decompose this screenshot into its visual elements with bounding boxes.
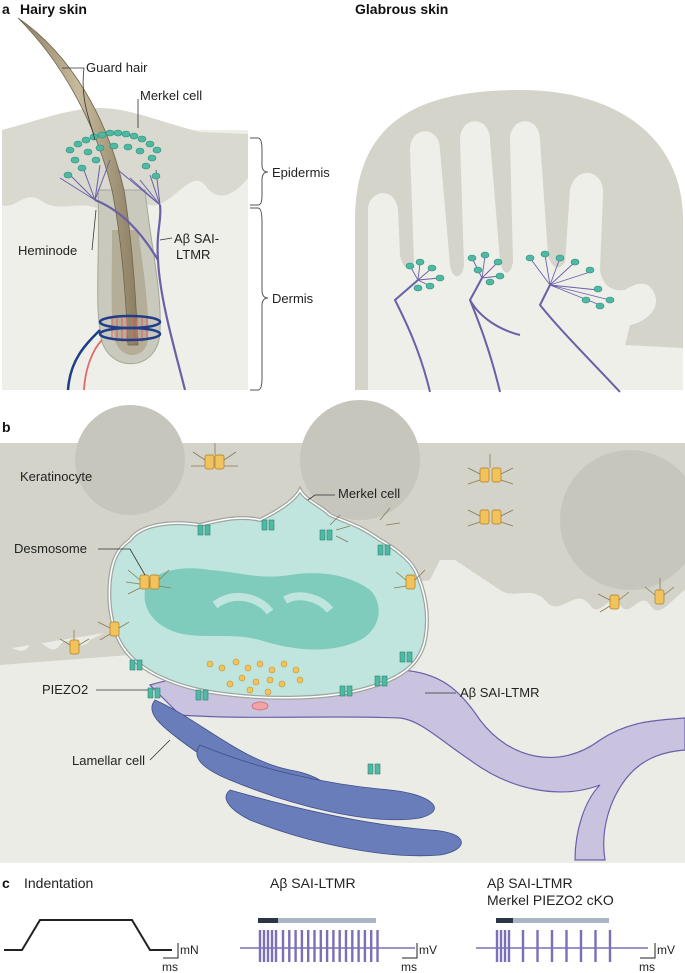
panel-a: a Hairy skin Glabrous skin bbox=[2, 1, 683, 393]
lamellar-cell-label: Lamellar cell bbox=[72, 753, 145, 768]
hairy-skin-illustration: Guard hair Merkel cell Heminode Aβ SAI- … bbox=[2, 17, 330, 391]
desmosome-label: Desmosome bbox=[14, 541, 87, 556]
keratinocyte-label: Keratinocyte bbox=[20, 469, 92, 484]
desmosomes bbox=[69, 454, 665, 655]
sai-scale-bar bbox=[402, 943, 418, 959]
indentation-title: Indentation bbox=[24, 875, 93, 891]
heminode-label: Heminode bbox=[18, 243, 77, 258]
merkel-cell-label-b: Merkel cell bbox=[338, 486, 400, 501]
hairy-sai-nerve bbox=[94, 198, 187, 391]
glabrous-skin-illustration bbox=[355, 90, 683, 393]
cko-unit-y: mV bbox=[657, 943, 675, 957]
panel-c: c Indentation Aβ SAI-LTMR Aβ SAI-LTMR Me… bbox=[2, 875, 675, 973]
epidermis-brace bbox=[250, 137, 269, 206]
piezo2-label: PIEZO2 bbox=[42, 682, 88, 697]
indentation-unit-x: ms bbox=[162, 960, 178, 973]
lamellar-cells bbox=[151, 699, 462, 857]
sai-static-bar bbox=[278, 918, 376, 923]
glabrous-merkel-cells bbox=[405, 250, 615, 310]
guard-hair-label: Guard hair bbox=[86, 60, 148, 75]
glabrous-skin-title: Glabrous skin bbox=[355, 1, 448, 17]
keratin-filaments bbox=[59, 443, 675, 646]
panel-b-letter: b bbox=[2, 419, 11, 435]
cko-dynamic-bar bbox=[496, 918, 513, 923]
indentation-scale-bar bbox=[163, 943, 179, 959]
indentation-unit-y: mN bbox=[180, 943, 199, 957]
dense-core-vesicles bbox=[206, 658, 304, 696]
merkel-nucleus bbox=[144, 568, 379, 650]
cko-spike-train bbox=[495, 930, 612, 962]
ab-sai-label-line2: LTMR bbox=[176, 247, 210, 262]
keratinocyte-nucleus-1 bbox=[300, 400, 420, 520]
hairy-skin-title: Hairy skin bbox=[20, 1, 87, 17]
piezo2-channels bbox=[129, 519, 413, 775]
cko-trace-title-line2: Merkel PIEZO2 cKO bbox=[487, 892, 614, 908]
sai-nerve-terminal bbox=[148, 667, 685, 861]
hairy-merkel-cells bbox=[63, 129, 162, 180]
sai-trace-title: Aβ SAI-LTMR bbox=[270, 875, 356, 891]
cko-static-bar bbox=[513, 918, 609, 923]
keratinocyte-nucleus-3 bbox=[75, 405, 185, 515]
cko-trace-title-line1: Aβ SAI-LTMR bbox=[487, 875, 573, 891]
sai-unit-y: mV bbox=[419, 943, 437, 957]
hairy-epidermis bbox=[2, 108, 248, 213]
panel-a-letter: a bbox=[2, 1, 10, 17]
cko-unit-x: ms bbox=[639, 960, 655, 973]
indentation-trace bbox=[4, 919, 172, 951]
cko-scale-bar bbox=[640, 943, 656, 959]
panel-c-letter: c bbox=[2, 875, 10, 891]
glabrous-dermis bbox=[368, 121, 683, 390]
guard-hair-shaft bbox=[17, 17, 139, 346]
sai-unit-x: ms bbox=[401, 960, 417, 973]
keratinocyte-nucleus-2 bbox=[560, 450, 685, 590]
ab-sai-ltmr-label-b: Aβ SAI-LTMR bbox=[460, 685, 539, 700]
dermis-label: Dermis bbox=[272, 291, 314, 306]
sai-dynamic-bar bbox=[258, 918, 278, 923]
panel-b: b bbox=[0, 400, 685, 863]
ab-sai-label-line1: Aβ SAI- bbox=[174, 231, 219, 246]
merkel-cell-label-a: Merkel cell bbox=[140, 88, 202, 103]
dermis-brace bbox=[250, 207, 269, 391]
sai-spike-train bbox=[258, 930, 379, 962]
epidermis-label: Epidermis bbox=[272, 165, 330, 180]
